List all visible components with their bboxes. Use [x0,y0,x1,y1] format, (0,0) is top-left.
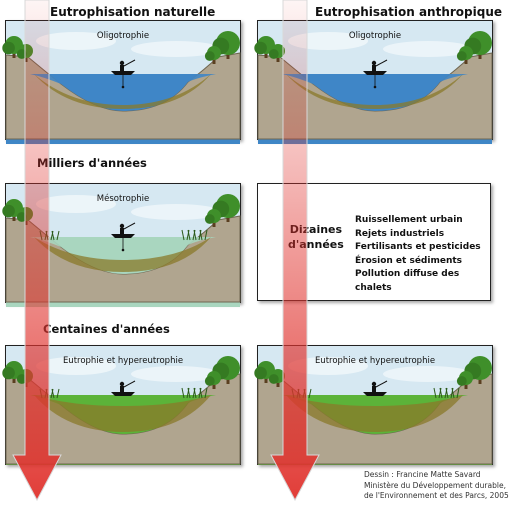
lake-water [30,237,216,274]
tree-icon [2,361,23,383]
stage-label-eutrophy-anthropic: Eutrophie et hypereutrophie [314,356,436,366]
tree-icon [456,371,473,389]
left-column-title: Eutrophisation naturelle [50,5,216,19]
list-item: Ruissellement urbain [355,215,463,225]
tree-icon [268,369,285,387]
down-arrow-icon [270,0,320,502]
cloud [131,204,221,220]
stage-label-mesotrophy: Mésotrophie [96,194,150,204]
boat-icon [363,380,388,396]
tree-icon [2,199,23,221]
cloud [383,366,473,382]
boat-icon [111,380,136,396]
panel-anthropic-eutrophy: Eutrophie et hypereutrophie [254,345,493,465]
sediment-layer [34,74,211,109]
credit: Dessin : Francine Matte Savard Ministère… [364,470,509,502]
cloud [288,32,368,50]
list-item: Rejets industriels [355,228,445,239]
tree-icon [204,46,221,64]
credit-line3: de l'Environnement et des Parcs, 2005 [364,491,509,500]
right-column-title: Eutrophisation anthropique [315,5,502,19]
list-item: Pollution diffuse des chalets [355,269,460,293]
cloud [131,366,221,382]
cloud [36,195,116,213]
boat-icon [111,222,136,252]
sediment-layer [286,395,463,432]
tree-icon [456,46,473,64]
cloud [383,41,473,57]
boat-icon [111,59,136,89]
tree-icon [204,209,221,227]
credit-line1: Dessin : Francine Matte Savard [364,470,481,479]
time-label-millennia: Milliers d'années [37,156,147,170]
stage-label-oligotrophy-anthropic: Oligotrophie [348,31,402,41]
stage-label-oligotrophy: Oligotrophie [96,31,150,41]
list-item: Érosion et sédiments [355,255,463,266]
tree-icon [2,36,23,58]
sediment-layer [34,237,211,272]
sediment-layer [34,395,211,432]
list-item: Fertilisants et pesticides [355,242,481,252]
sediment-layer [286,74,463,109]
stage-label-eutrophy: Eutrophie et hypereutrophie [62,356,184,366]
cloud [288,357,368,375]
boat-icon [363,59,388,89]
tree-icon [254,361,275,383]
down-arrow-icon [12,0,62,502]
tree-icon [204,371,221,389]
time-label-centuries: Centaines d'années [43,322,170,336]
cloud [131,41,221,57]
lake-water [30,74,216,111]
lake-water [282,74,468,111]
tree-icon [268,44,285,62]
credit-line2: Ministère du Développement durable, [364,480,506,490]
causes-list: Ruissellement urbain Rejets industriels … [355,214,490,295]
cloud [36,357,116,375]
tree-icon [254,36,275,58]
cloud [36,32,116,50]
